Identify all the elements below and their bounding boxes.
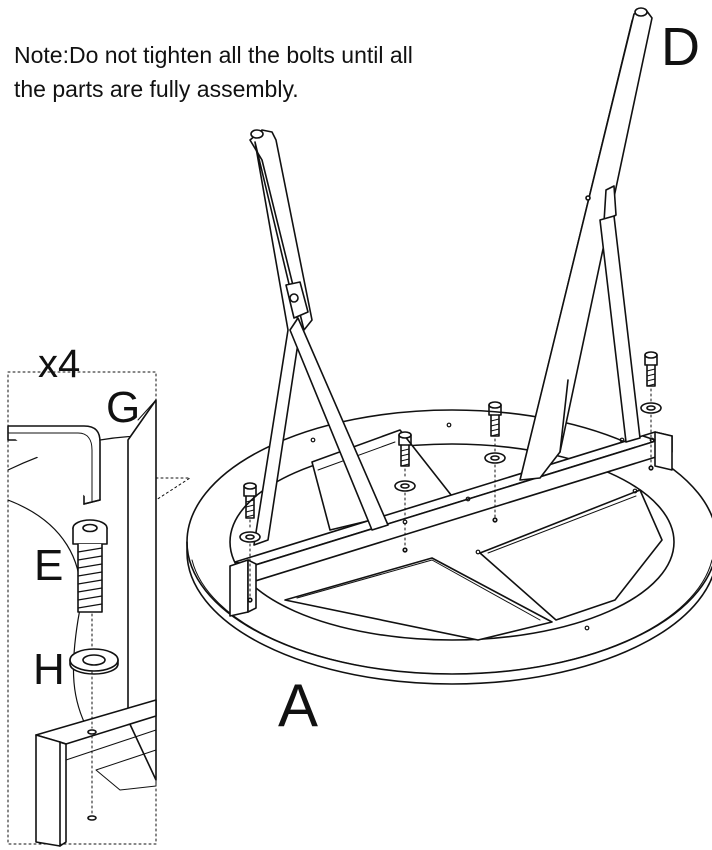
part-label-e: E	[34, 541, 64, 590]
under-frame	[230, 430, 672, 640]
note-line-2: the parts are fully assembly.	[14, 76, 299, 102]
fastener-set-1	[240, 483, 260, 602]
assembly-note: Note:Do not tighten all the bolts until …	[14, 38, 514, 106]
part-label-d: D	[661, 17, 700, 77]
leg-left	[250, 130, 388, 545]
fastener-set-2	[395, 432, 415, 552]
fastener-set-4	[641, 352, 661, 470]
pilot-holes	[311, 423, 654, 630]
leg-right	[520, 8, 652, 480]
quantity-label: x4	[38, 342, 81, 386]
bolt-e	[73, 520, 107, 612]
part-label-g: G	[106, 383, 141, 432]
detail-inset	[8, 372, 190, 846]
fastener-set-3	[485, 402, 505, 522]
part-label-a: A	[278, 672, 319, 739]
washer-h	[70, 649, 118, 674]
note-line-1: Note:Do not tighten all the bolts until …	[14, 42, 413, 68]
allen-key-g	[8, 426, 100, 504]
part-label-h: H	[33, 645, 65, 694]
